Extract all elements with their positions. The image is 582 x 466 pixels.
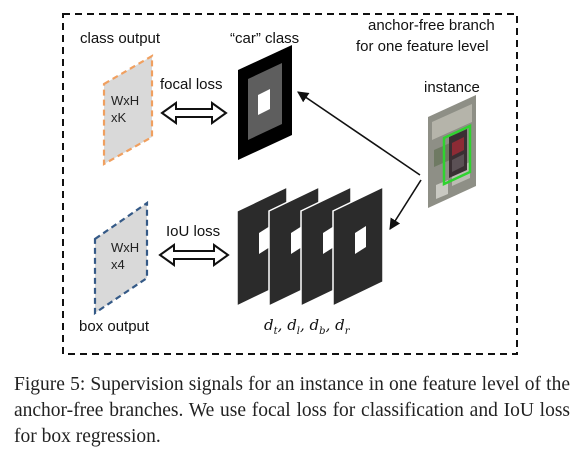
distances-label: dt, dl, db, dr (264, 316, 350, 337)
focal-loss-double-arrow (160, 101, 228, 125)
instance-to-box-arrow (389, 179, 422, 230)
box-output-dims-line1: WxH (111, 240, 140, 255)
class-output-dims-line2: xK (111, 110, 127, 125)
box-output-title: box output (79, 318, 150, 335)
branch-title-line1: anchor-free branch (368, 17, 495, 34)
instance-label: instance (424, 79, 480, 96)
class-output-tensor (102, 54, 154, 166)
instance-image (428, 95, 476, 208)
box-output-tensor (93, 200, 149, 316)
iou-loss-label: IoU loss (166, 223, 221, 240)
iou-loss-double-arrow (158, 243, 230, 267)
diagram-canvas (62, 13, 518, 355)
instance-to-class-arrow (297, 91, 421, 176)
car-class-heatmap (238, 45, 292, 160)
branch-title-line2: for one feature level (356, 38, 489, 55)
box-output-dims-line2: x4 (111, 257, 125, 272)
figure-caption: Figure 5: Supervision signals for an ins… (14, 374, 570, 447)
class-output-title: class output (80, 30, 161, 47)
distance-maps (236, 185, 384, 308)
distance-map-dr (332, 185, 384, 308)
car-class-label: “car” class (230, 30, 300, 47)
branch-frame (62, 13, 518, 355)
focal-loss-label: focal loss (160, 76, 223, 93)
diagram: anchor-free branch for one feature level… (62, 13, 518, 355)
class-output-dims-line1: WxH (111, 93, 140, 108)
instance-bounding-box (442, 124, 472, 186)
